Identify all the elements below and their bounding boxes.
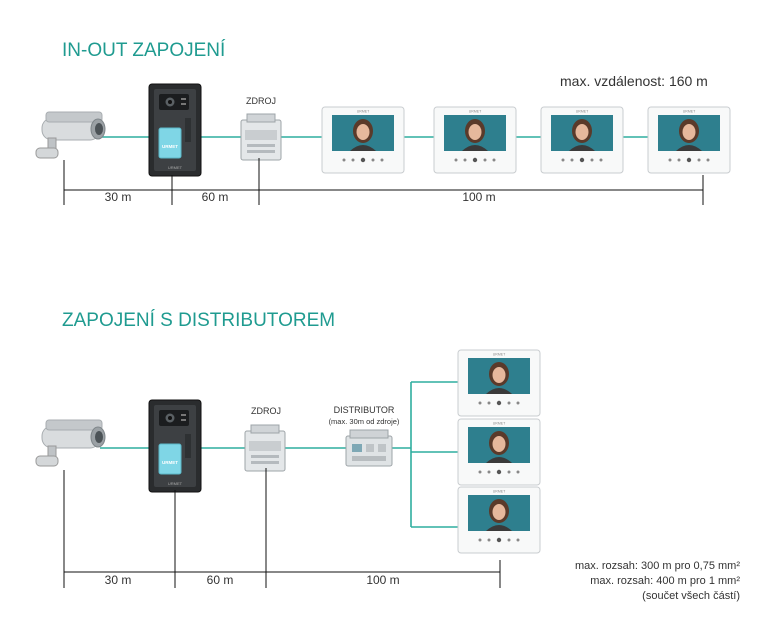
monitor-2b: [457, 418, 541, 486]
distributor-note: (max. 30m od zdroje): [329, 417, 400, 426]
section1-title: IN-OUT ZAPOJENÍ: [62, 40, 226, 61]
door-station-1: [148, 83, 202, 177]
section1-power-label: ZDROJ: [246, 96, 276, 106]
section1-distance-2: 60 m: [202, 190, 229, 204]
section1-max-distance: max. vzdálenost: 160 m: [560, 73, 708, 89]
power-supply-1: [240, 113, 282, 161]
monitor-2a: [457, 349, 541, 417]
monitor-2c: [457, 486, 541, 554]
section2-power-label: ZDROJ: [251, 406, 281, 416]
section2-wires: [100, 381, 458, 528]
section2-title: ZAPOJENÍ S DISTRIBUTOREM: [62, 310, 335, 331]
monitor-1c: [540, 106, 624, 174]
power-supply-2: [244, 424, 286, 472]
section1-distance-1: 30 m: [105, 190, 132, 204]
section2-distance-lines: [63, 468, 501, 588]
section2-distance-2: 60 m: [207, 573, 234, 587]
monitor-1a: [321, 106, 405, 174]
distributor: [345, 429, 393, 467]
camera-1: [35, 111, 106, 159]
section2-distance-1: 30 m: [105, 573, 132, 587]
range-note-3: (součet všech částí): [642, 590, 740, 602]
section1-distance-lines: [63, 158, 704, 205]
camera-2: [35, 419, 106, 467]
monitor-1d: [647, 106, 731, 174]
monitor-1b: [433, 106, 517, 174]
range-note-1: max. rozsah: 300 m pro 0,75 mm²: [575, 560, 740, 572]
section2-distance-3: 100 m: [366, 573, 399, 587]
section1-distance-3: 100 m: [462, 190, 495, 204]
door-station-2: [148, 399, 202, 493]
range-note-2: max. rozsah: 400 m pro 1 mm²: [590, 575, 740, 587]
distributor-label: DISTRIBUTOR: [334, 405, 395, 415]
